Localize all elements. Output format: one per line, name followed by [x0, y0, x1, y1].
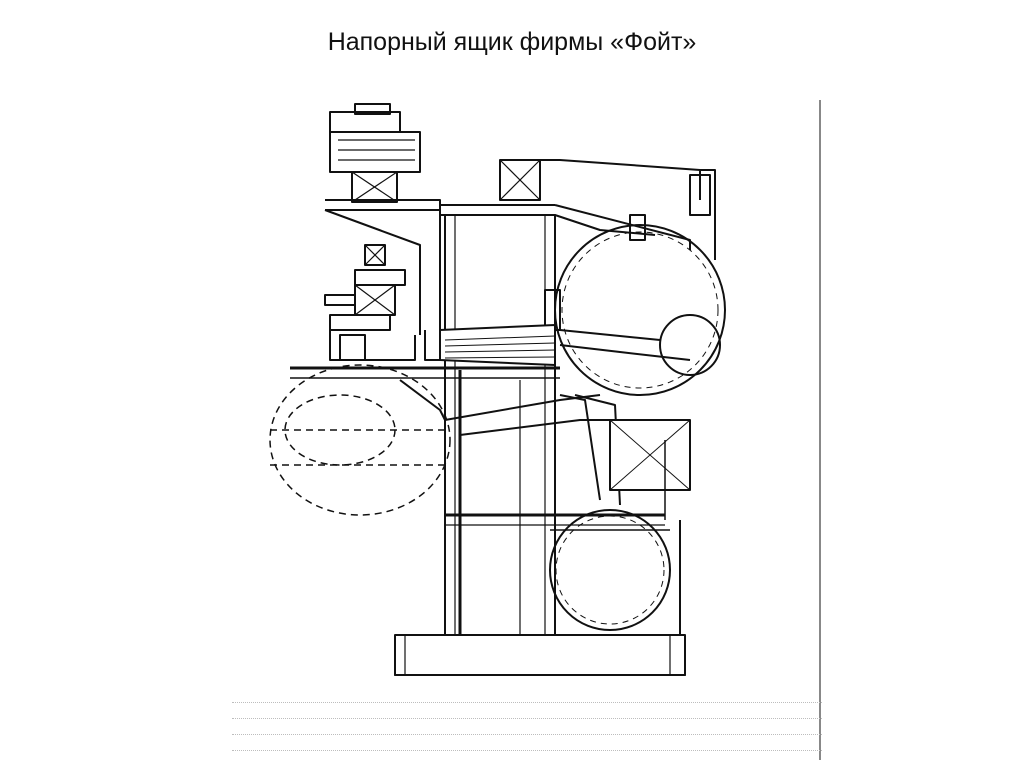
slice-wedge-shape: [439, 324, 556, 366]
distribution-pipes-shape: [559, 329, 691, 520]
base-plate-shape: [394, 634, 686, 676]
headbox-schematic-icon: [269, 100, 821, 760]
left-mechanism-shape: [324, 244, 445, 361]
top-motor-shape: [329, 103, 421, 203]
caption-line: [232, 721, 822, 735]
left-cylinder-shape: [269, 364, 451, 516]
central-column-shape: [444, 214, 665, 636]
upper-frame-shape: [324, 159, 716, 335]
figure-caption: [232, 689, 822, 753]
top-right-roll-shape: [554, 214, 726, 396]
caption-line: [232, 737, 822, 751]
caption-line: [232, 705, 822, 719]
caption-line: [232, 689, 822, 703]
bottom-right-roll-shape: [549, 509, 671, 631]
slide-title: Напорный ящик фирмы «Фойт»: [327, 28, 697, 56]
